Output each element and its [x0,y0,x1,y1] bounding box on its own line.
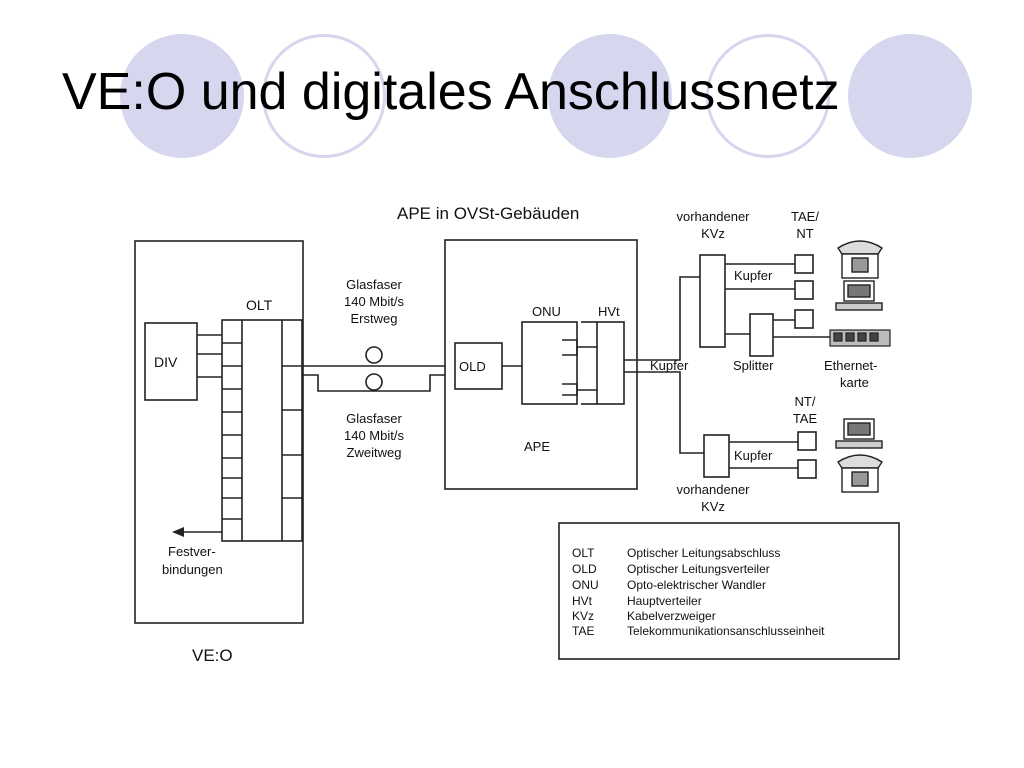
legend-abbr: ONU [572,578,599,592]
legend-abbr: OLT [572,546,595,560]
splitter-label: Splitter [733,358,774,373]
ethernet-line-1: Ethernet- [824,358,877,373]
kvz-top-line-1: vorhandener [677,209,751,224]
tae-nt-line-2: NT [796,226,813,241]
splitter-box [749,313,774,357]
veo-box [134,240,304,624]
legend-abbr: KVz [572,609,594,623]
legend-text: Optischer Leitungsabschluss [627,546,780,560]
ethernet-line-2: karte [840,375,869,390]
tae-nt-line-1: TAE/ [791,209,819,224]
old-label: OLD [459,359,486,374]
hvt-box [596,321,625,405]
tae-socket-3 [794,309,814,329]
fiber-bottom-line-3: Zweitweg [347,445,402,460]
kvz-bottom-box [703,434,730,478]
ape-label: APE [524,439,550,454]
div-box [144,322,198,401]
veo-caption: VE:O [192,646,233,665]
kvz-top-box [699,254,726,348]
decor-circle-4 [706,34,830,158]
copper-line-top [624,276,700,361]
legend-text: Telekommunikationsanschlusseinheit [627,624,825,638]
computer-icon-2 [835,418,883,449]
tae-socket-2 [794,280,814,300]
kupfer-top-label: Kupfer [734,268,773,283]
legend-text: Optischer Leitungsverteiler [627,562,770,576]
fiber-top-line-1: Glasfaser [346,277,402,292]
nt-tae-line-1: NT/ [795,394,816,409]
legend-box [558,522,900,660]
legend-text: Hauptverteiler [627,594,702,608]
ape-box [444,239,638,490]
kupfer-bottom-label: Kupfer [734,448,773,463]
fiber-bottom-line-2: 140 Mbit/s [344,428,404,443]
arrowhead [172,527,184,537]
telephone-icon-2 [837,454,883,493]
fiber-line-bottom [302,374,445,392]
onu-label: ONU [532,304,561,319]
decor-circle-3 [548,34,672,158]
onu-box [521,321,578,405]
fiber-splice-top [365,346,383,364]
hvt-label: HVt [598,304,620,319]
ape-caption: APE in OVSt-Gebäuden [397,204,579,223]
copper-line-bottom [624,371,704,454]
ethernet-card-icon [829,329,891,347]
fiber-top-line-3: Erstweg [351,311,398,326]
nt-socket-2 [797,459,817,479]
decor-circle-1 [120,34,244,158]
div-label: DIV [154,354,178,370]
fiber-top-line-2: 140 Mbit/s [344,294,404,309]
slide-title: VE:O und digitales Anschlussnetz [62,63,840,121]
festverbindungen-line-1: Festver- [168,544,216,559]
olt-label: OLT [246,297,273,313]
fiber-splice-bottom [365,373,383,391]
kupfer-main-label: Kupfer [650,358,689,373]
kvz-bottom-line-2: KVz [701,499,725,514]
legend-abbr: OLD [572,562,597,576]
kvz-bottom-line-1: vorhandener [677,482,751,497]
computer-icon [835,280,883,311]
nt-socket-1 [797,431,817,451]
decor-circle-2 [262,34,386,158]
legend-abbr: HVt [572,594,593,608]
festverbindungen-line-2: bindungen [162,562,223,577]
legend-abbr: TAE [572,624,594,638]
olt-box [221,319,303,542]
telephone-icon [837,240,883,279]
decor-circle-5 [848,34,972,158]
legend-text: Opto-elektrischer Wandler [627,578,766,592]
nt-tae-line-2: TAE [793,411,818,426]
kvz-top-line-2: KVz [701,226,725,241]
fiber-bottom-line-1: Glasfaser [346,411,402,426]
legend-text: Kabelverzweiger [627,609,716,623]
tae-socket-1 [794,254,814,274]
